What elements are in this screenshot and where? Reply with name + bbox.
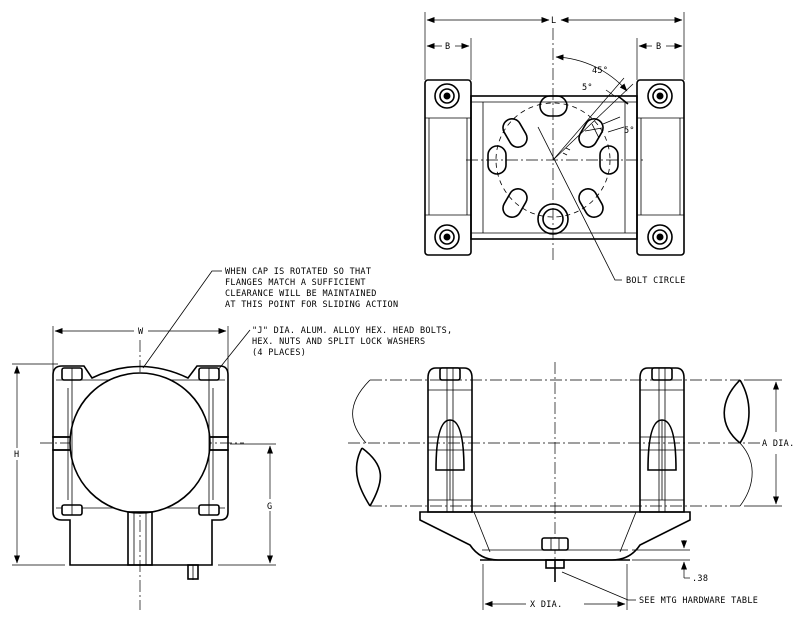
top-view: L B B [424, 12, 686, 286]
dimension-l-label: L [551, 16, 556, 26]
front-view: W H G [12, 267, 452, 610]
angle-45-label: 45° [592, 66, 608, 76]
bolt-head-icon [647, 83, 673, 109]
bolt-head-icon [434, 224, 460, 250]
mtg-hardware-label: SEE MTG HARDWARE TABLE [639, 596, 758, 606]
cap-note-line-1: WHEN CAP IS ROTATED SO THAT [225, 267, 371, 277]
mounting-bolt-icon [541, 537, 569, 582]
bolt-note-line-2: HEX. NUTS AND SPLIT LOCK WASHERS [252, 337, 425, 347]
angle-5-top-label: 5° [582, 83, 593, 93]
dimension-h-label: H [14, 450, 19, 460]
dimension-g-label: G [267, 502, 272, 512]
bolt-head-icon [647, 224, 673, 250]
dimension-38-label: .38 [692, 574, 708, 584]
bolt-circle-label: BOLT CIRCLE [626, 276, 686, 286]
dimension-a-dia-label: A DIA. [762, 439, 795, 449]
dimension-b-left-label: B [445, 42, 450, 52]
cap-note-line-3: CLEARANCE WILL BE MAINTAINED [225, 289, 377, 299]
side-view: A DIA. [348, 362, 795, 610]
bolt-note-line-1: "J" DIA. ALUM. ALLOY HEX. HEAD BOLTS, [252, 326, 452, 336]
cap-note-line-2: FLANGES MATCH A SUFFICIENT [225, 278, 366, 288]
bolt-head-icon [434, 83, 460, 109]
cap-note-line-4: AT THIS POINT FOR SLIDING ACTION [225, 300, 398, 310]
bolt-note-line-3: (4 PLACES) [252, 348, 306, 358]
dimension-b-right-label: B [656, 42, 661, 52]
angle-5-right-label: 5° [624, 126, 635, 136]
bolt-head-icon [537, 203, 569, 235]
dimension-x-dia-label: X DIA. [530, 600, 563, 610]
dimension-w-label: W [138, 327, 144, 337]
